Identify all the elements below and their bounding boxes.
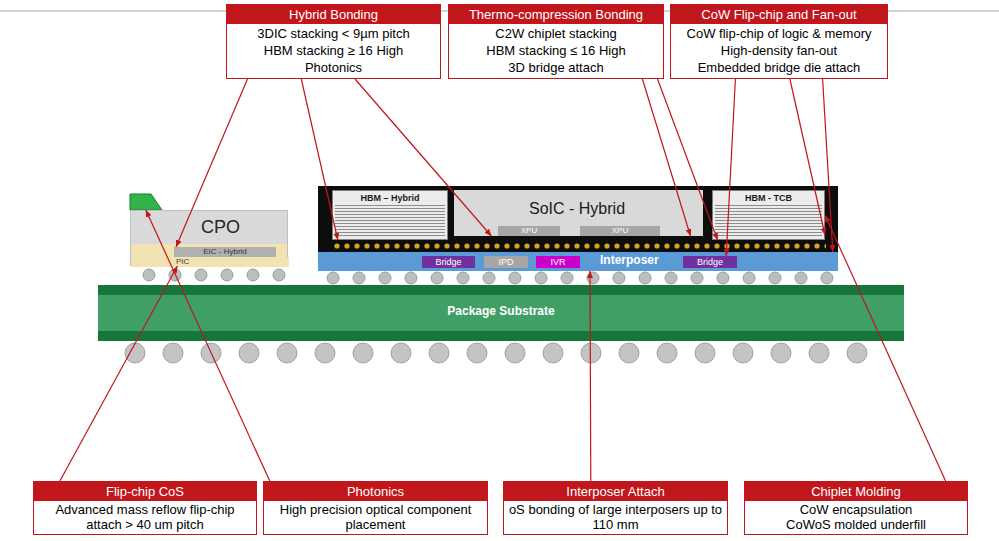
callout-title: Photonics — [264, 482, 487, 501]
hbm-stack: HBM - TCB — [712, 190, 825, 240]
part-label: XPU — [521, 226, 537, 236]
callout-text: HBM stacking ≤ 16 High — [449, 42, 663, 59]
part-label: IPD — [498, 256, 513, 268]
process-callout: Hybrid Bonding3DIC stacking < 9µm pitchH… — [226, 4, 441, 79]
part-label: Interposer — [600, 254, 659, 268]
part-label: Bridge — [435, 256, 461, 268]
callout-title: Chiplet Molding — [745, 482, 967, 501]
part-label: Bridge — [697, 256, 723, 268]
callout-text: High precision optical component placeme… — [264, 501, 487, 532]
callout-text: High-density fan-out — [671, 42, 887, 59]
callout-title: Interposer Attach — [504, 482, 727, 501]
interposer: Interposer Bridge IPD IVR Bridge — [318, 252, 838, 271]
process-callout: Chiplet MoldingCoW encapsulationCoWoS mo… — [744, 481, 968, 535]
eic-die: EIC - Hybrid — [174, 247, 276, 257]
callout-text: 3D bridge attach — [449, 59, 663, 76]
part-label: Package Substrate — [447, 305, 554, 319]
soic-die: SoIC - HybridXPU XPU — [454, 190, 703, 236]
callout-title: Thermo-compression Bonding — [449, 5, 663, 24]
part-label: SoIC - Hybrid — [529, 200, 625, 218]
bridge-die: Bridge — [422, 256, 475, 268]
process-callout: Thermo-compression BondingC2W chiplet st… — [448, 4, 664, 79]
callout-text: CoW flip-chip of logic & memory — [671, 24, 887, 42]
micro-bumps — [332, 241, 826, 251]
bga-balls — [116, 341, 876, 365]
process-callout: CoW Flip-chip and Fan-outCoW flip-chip o… — [670, 4, 888, 79]
callout-text: C2W chiplet stacking — [449, 24, 663, 42]
part-label: IVR — [550, 256, 565, 268]
part-label: CPO — [201, 217, 240, 238]
part-label: EIC - Hybrid — [203, 247, 247, 257]
process-callout: Interposer AttachoS bonding of large int… — [503, 481, 728, 535]
part-label: HBM – Hybrid — [360, 193, 419, 203]
part-label: HBM - TCB — [745, 193, 792, 203]
callout-text: 3DIC stacking < 9µm pitch — [227, 24, 440, 42]
process-callout: Flip-chip CoSAdvanced mass reflow flip-c… — [33, 481, 257, 535]
leader-arrow — [825, 215, 946, 481]
pic-die: PIC — [131, 257, 289, 267]
callout-title: CoW Flip-chip and Fan-out — [671, 5, 887, 24]
callout-text: Advanced mass reflow flip-chip attach > … — [34, 501, 256, 532]
optical-component — [130, 194, 162, 210]
callout-title: Flip-chip CoS — [34, 482, 256, 501]
molding-compound — [318, 186, 838, 252]
callout-text: HBM stacking ≥ 16 High — [227, 42, 440, 59]
part-label: XPU — [612, 226, 628, 236]
callout-text: Photonics — [227, 59, 440, 76]
callout-text: Embedded bridge die attach — [671, 59, 887, 76]
cpo-module: CPO EIC - HybridPIC — [130, 210, 288, 266]
ivr-die: IVR — [536, 256, 580, 268]
hbm-stack: HBM – Hybrid — [332, 190, 448, 240]
callout-text: oS bonding of large interposers up to 11… — [504, 501, 727, 532]
xpu-die: XPU — [580, 226, 660, 236]
xpu-die: XPU — [498, 226, 560, 236]
part-label: PIC — [176, 257, 189, 267]
ipd-die: IPD — [484, 256, 528, 268]
package-substrate: Package Substrate — [98, 285, 904, 341]
callout-title: Hybrid Bonding — [227, 5, 440, 24]
c4-bumps — [320, 271, 840, 285]
process-callout: PhotonicsHigh precision optical componen… — [263, 481, 488, 535]
bridge-die: Bridge — [683, 256, 737, 268]
callout-text: CoWoS molded underfill — [745, 517, 967, 532]
cpo-bumps — [136, 266, 292, 282]
callout-text: CoW encapsulation — [745, 501, 967, 517]
